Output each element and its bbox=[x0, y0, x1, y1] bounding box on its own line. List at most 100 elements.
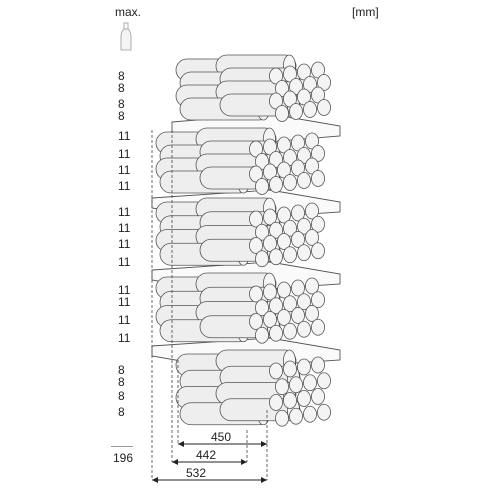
bottle-end-74 bbox=[291, 231, 305, 248]
bottle-end-21 bbox=[275, 105, 289, 122]
bottle-end-104 bbox=[255, 326, 269, 344]
bottle-end-35 bbox=[277, 136, 291, 154]
bottle-end-108 bbox=[311, 318, 325, 336]
dim-450-label: 450 bbox=[211, 430, 231, 444]
total-capacity: 196 bbox=[113, 451, 134, 465]
bottle-end-64 bbox=[291, 204, 305, 222]
bottle-end-97 bbox=[297, 293, 311, 311]
bottle-end-91 bbox=[277, 281, 291, 299]
bottle-end-15 bbox=[303, 76, 317, 93]
bottle-end-127 bbox=[297, 390, 311, 407]
shelf-count-8: 11 bbox=[118, 179, 131, 193]
bottle-end-43 bbox=[249, 165, 263, 183]
bottle-end-96 bbox=[283, 295, 297, 313]
bottle-end-47 bbox=[305, 157, 319, 175]
bottle-end-117 bbox=[269, 362, 283, 380]
shelf-count-20: 8 bbox=[118, 405, 125, 419]
bottle-end-124 bbox=[317, 372, 331, 390]
bottle-end-77 bbox=[269, 248, 283, 266]
shelf-count-14: 11 bbox=[118, 295, 131, 309]
bottle-end-76 bbox=[255, 250, 269, 268]
dim-442-label: 442 bbox=[196, 448, 216, 462]
shelf-count-11: 11 bbox=[118, 237, 131, 251]
bottle-end-37 bbox=[305, 132, 319, 150]
bottle-end-89 bbox=[249, 285, 263, 303]
bottle-end-73 bbox=[277, 233, 291, 250]
bottle-end-69 bbox=[297, 217, 311, 235]
bottle-end-98 bbox=[311, 291, 325, 309]
bottle-end-65 bbox=[305, 202, 319, 220]
dimension-lines: 450 442 532 bbox=[151, 130, 268, 483]
bottle-end-78 bbox=[283, 246, 297, 264]
bottle-end-131 bbox=[303, 405, 317, 423]
unit-label: [mm] bbox=[352, 5, 379, 19]
bottle-end-121 bbox=[275, 378, 289, 396]
bottle-end-129 bbox=[275, 409, 289, 427]
bottle-end-122 bbox=[289, 376, 303, 394]
bottle-end-23 bbox=[303, 101, 317, 118]
dim-532-label: 532 bbox=[186, 466, 206, 480]
shelf-count-19: 8 bbox=[118, 389, 125, 403]
bottle-end-120 bbox=[311, 356, 325, 374]
bottle-end-99 bbox=[249, 313, 263, 330]
bottle-end-70 bbox=[311, 215, 325, 233]
bottle-end-14 bbox=[289, 78, 303, 95]
bottle-end-106 bbox=[283, 322, 297, 340]
bottles-layer bbox=[155, 54, 331, 427]
shelf-count-17: 8 bbox=[118, 363, 125, 377]
bottle-end-36 bbox=[291, 134, 305, 152]
bottle-end-24 bbox=[317, 99, 331, 116]
shelf-count-1: 8 bbox=[118, 69, 125, 83]
bottle-end-95 bbox=[269, 297, 283, 315]
bottle-end-125 bbox=[269, 394, 283, 411]
bottle-end-132 bbox=[317, 403, 331, 421]
bottle-end-67 bbox=[269, 221, 283, 239]
bottle-end-34 bbox=[263, 138, 277, 156]
bottle-end-94 bbox=[255, 299, 269, 317]
total-divider bbox=[111, 446, 133, 447]
bottle-end-80 bbox=[311, 242, 325, 260]
bottle-end-22 bbox=[289, 103, 303, 120]
bottle-end-20 bbox=[311, 86, 325, 104]
bottle-end-52 bbox=[311, 170, 325, 187]
bottle-end-71 bbox=[249, 237, 263, 254]
bottle-end-10 bbox=[283, 65, 297, 83]
bottle-end-119 bbox=[297, 358, 311, 376]
bottle-end-68 bbox=[283, 219, 297, 237]
bottle-end-93 bbox=[305, 277, 319, 295]
bottle-end-12 bbox=[311, 61, 325, 79]
bottle-end-90 bbox=[263, 283, 277, 301]
bottle-end-72 bbox=[263, 235, 277, 252]
bottle-end-11 bbox=[297, 63, 311, 81]
shelf-count-16: 11 bbox=[118, 331, 131, 345]
bottle-icon bbox=[120, 22, 132, 51]
shelf-count-9: 11 bbox=[118, 205, 131, 219]
bottle-end-103 bbox=[305, 305, 319, 322]
bottle-end-130 bbox=[289, 407, 303, 425]
bottle-end-62 bbox=[263, 208, 277, 226]
bottle-end-100 bbox=[263, 311, 277, 328]
shelf-count-15: 11 bbox=[118, 313, 131, 327]
bottle-end-92 bbox=[291, 279, 305, 297]
bottle-end-105 bbox=[269, 324, 283, 342]
bottle-end-61 bbox=[249, 210, 263, 228]
bottle-end-101 bbox=[277, 309, 291, 326]
shelf-count-4: 8 bbox=[118, 109, 125, 123]
bottle-end-45 bbox=[277, 161, 291, 179]
max-label: max. bbox=[115, 5, 142, 19]
bottle-end-9 bbox=[269, 67, 283, 85]
bottle-end-40 bbox=[283, 149, 297, 166]
bottle-end-51 bbox=[297, 172, 311, 189]
shelf-count-2: 8 bbox=[118, 81, 125, 95]
bottle-end-128 bbox=[311, 388, 325, 405]
shelf-count-3: 8 bbox=[118, 97, 125, 111]
bottle-end-13 bbox=[275, 80, 289, 97]
bottle-end-118 bbox=[283, 360, 297, 378]
bottle-end-33 bbox=[249, 140, 263, 158]
bottle-end-123 bbox=[303, 374, 317, 392]
bottle-end-107 bbox=[297, 320, 311, 338]
bottle-end-102 bbox=[291, 307, 305, 324]
bottle-end-50 bbox=[283, 174, 297, 191]
bottle-end-39 bbox=[269, 151, 283, 168]
